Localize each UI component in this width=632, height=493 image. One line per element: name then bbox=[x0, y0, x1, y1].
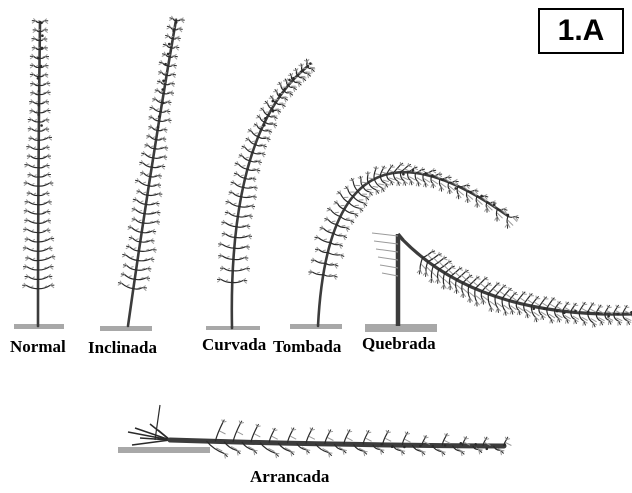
label-tombada: Tombada bbox=[273, 338, 341, 355]
plant-tombada-icon bbox=[308, 162, 519, 326]
panel-label-box: 1.A bbox=[538, 8, 624, 54]
panel-label: 1.A bbox=[558, 16, 605, 46]
plant-curvada-icon bbox=[217, 59, 315, 328]
label-quebrada: Quebrada bbox=[362, 335, 436, 352]
label-arrancada: Arrancada bbox=[250, 468, 329, 485]
label-normal: Normal bbox=[10, 338, 66, 355]
plant-inclinada-icon bbox=[118, 16, 185, 326]
plant-quebrada-icon bbox=[372, 233, 632, 328]
plant-normal-icon bbox=[22, 18, 55, 326]
label-inclinada: Inclinada bbox=[88, 339, 157, 356]
label-curvada: Curvada bbox=[202, 336, 266, 353]
